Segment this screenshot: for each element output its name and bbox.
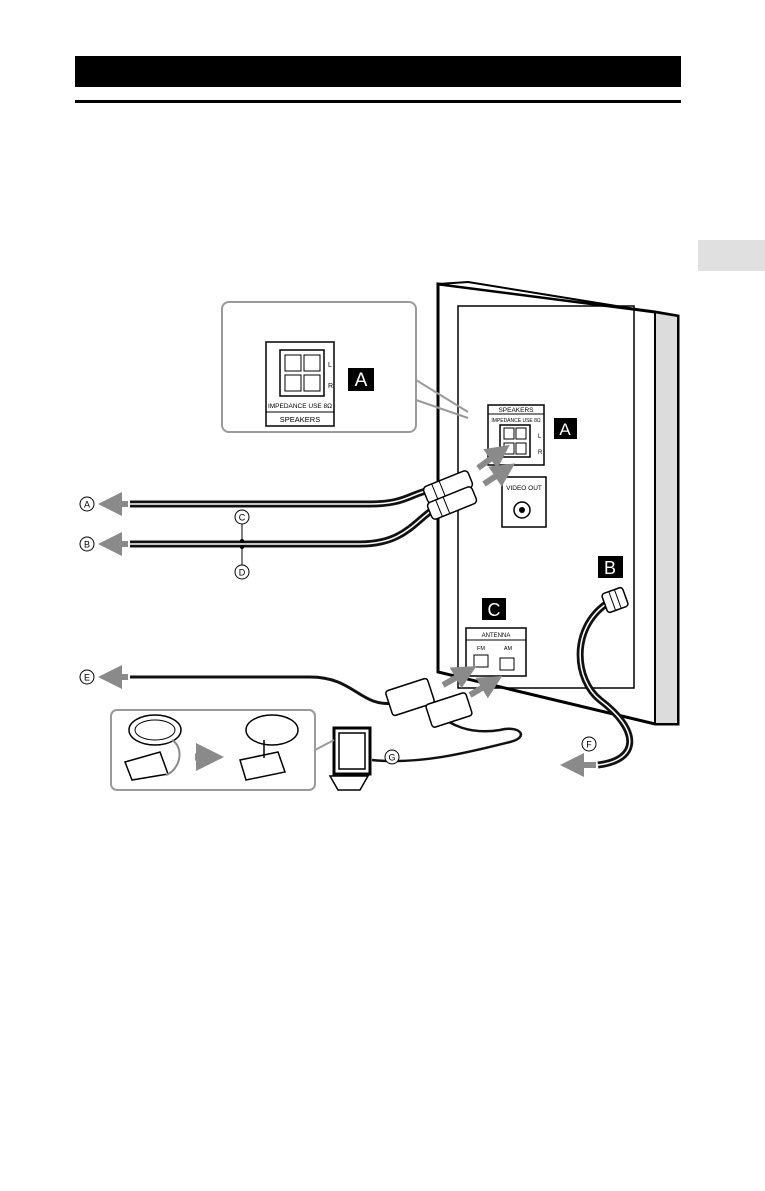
section-letter-a-inset: A (348, 368, 374, 391)
am-loop-antenna (328, 692, 523, 791)
section-letter-b: B (598, 556, 623, 578)
inset-left-label: L (328, 362, 332, 369)
svg-text:A: A (559, 420, 571, 439)
svg-text:B: B (84, 540, 90, 550)
svg-text:A: A (355, 370, 368, 391)
svg-text:C: C (239, 513, 246, 523)
fm-antenna-wire (130, 675, 435, 717)
svg-text:E: E (84, 673, 90, 683)
panel-impedance-label: IMPEDANCE USE 8Ω (491, 418, 541, 424)
callout-e: E (79, 669, 95, 685)
header-rule (75, 100, 681, 103)
video-out-label: VIDEO OUT (506, 485, 542, 492)
svg-text:B: B (604, 558, 616, 578)
antenna-label: ANTENNA (482, 633, 511, 639)
am-label: AM (504, 646, 513, 652)
callout-b: B (79, 536, 95, 552)
inset-right-label: R (328, 383, 333, 390)
callout-a: A (79, 496, 95, 512)
svg-text:A: A (84, 500, 90, 510)
fm-label: FM (477, 646, 485, 652)
svg-text:D: D (239, 568, 246, 578)
callout-f: F (581, 736, 597, 752)
inset-speakers-label: SPEAKERS (280, 415, 320, 424)
callout-d: D (234, 545, 250, 580)
panel-right-label: R (538, 450, 543, 456)
section-letter-a-panel: A (554, 418, 577, 439)
callout-g: G (384, 749, 400, 765)
section-letter-c: C (482, 598, 506, 620)
svg-text:C: C (488, 600, 501, 620)
callout-c: C (234, 509, 250, 543)
panel-speakers-label: SPEAKERS (498, 407, 534, 414)
section-side-tab (698, 240, 765, 271)
ac-power-cord (576, 586, 634, 769)
speaker-cord-front (130, 470, 474, 508)
antenna-terminal-panel: ANTENNA FM AM (465, 627, 527, 677)
video-out-jack: VIDEO OUT (501, 476, 547, 528)
antenna-assembly-inset (110, 709, 335, 791)
speaker-cord-back (130, 486, 478, 548)
speaker-terminal-inset: L R IMPEDANCE USE 8Ω SPEAKERS (221, 301, 469, 433)
panel-left-label: L (538, 434, 542, 440)
connection-arrows (98, 444, 596, 777)
header-bar (75, 56, 681, 87)
inset-impedance-label: IMPEDANCE USE 8Ω (268, 403, 332, 410)
svg-text:F: F (586, 740, 592, 750)
svg-text:G: G (388, 753, 395, 763)
